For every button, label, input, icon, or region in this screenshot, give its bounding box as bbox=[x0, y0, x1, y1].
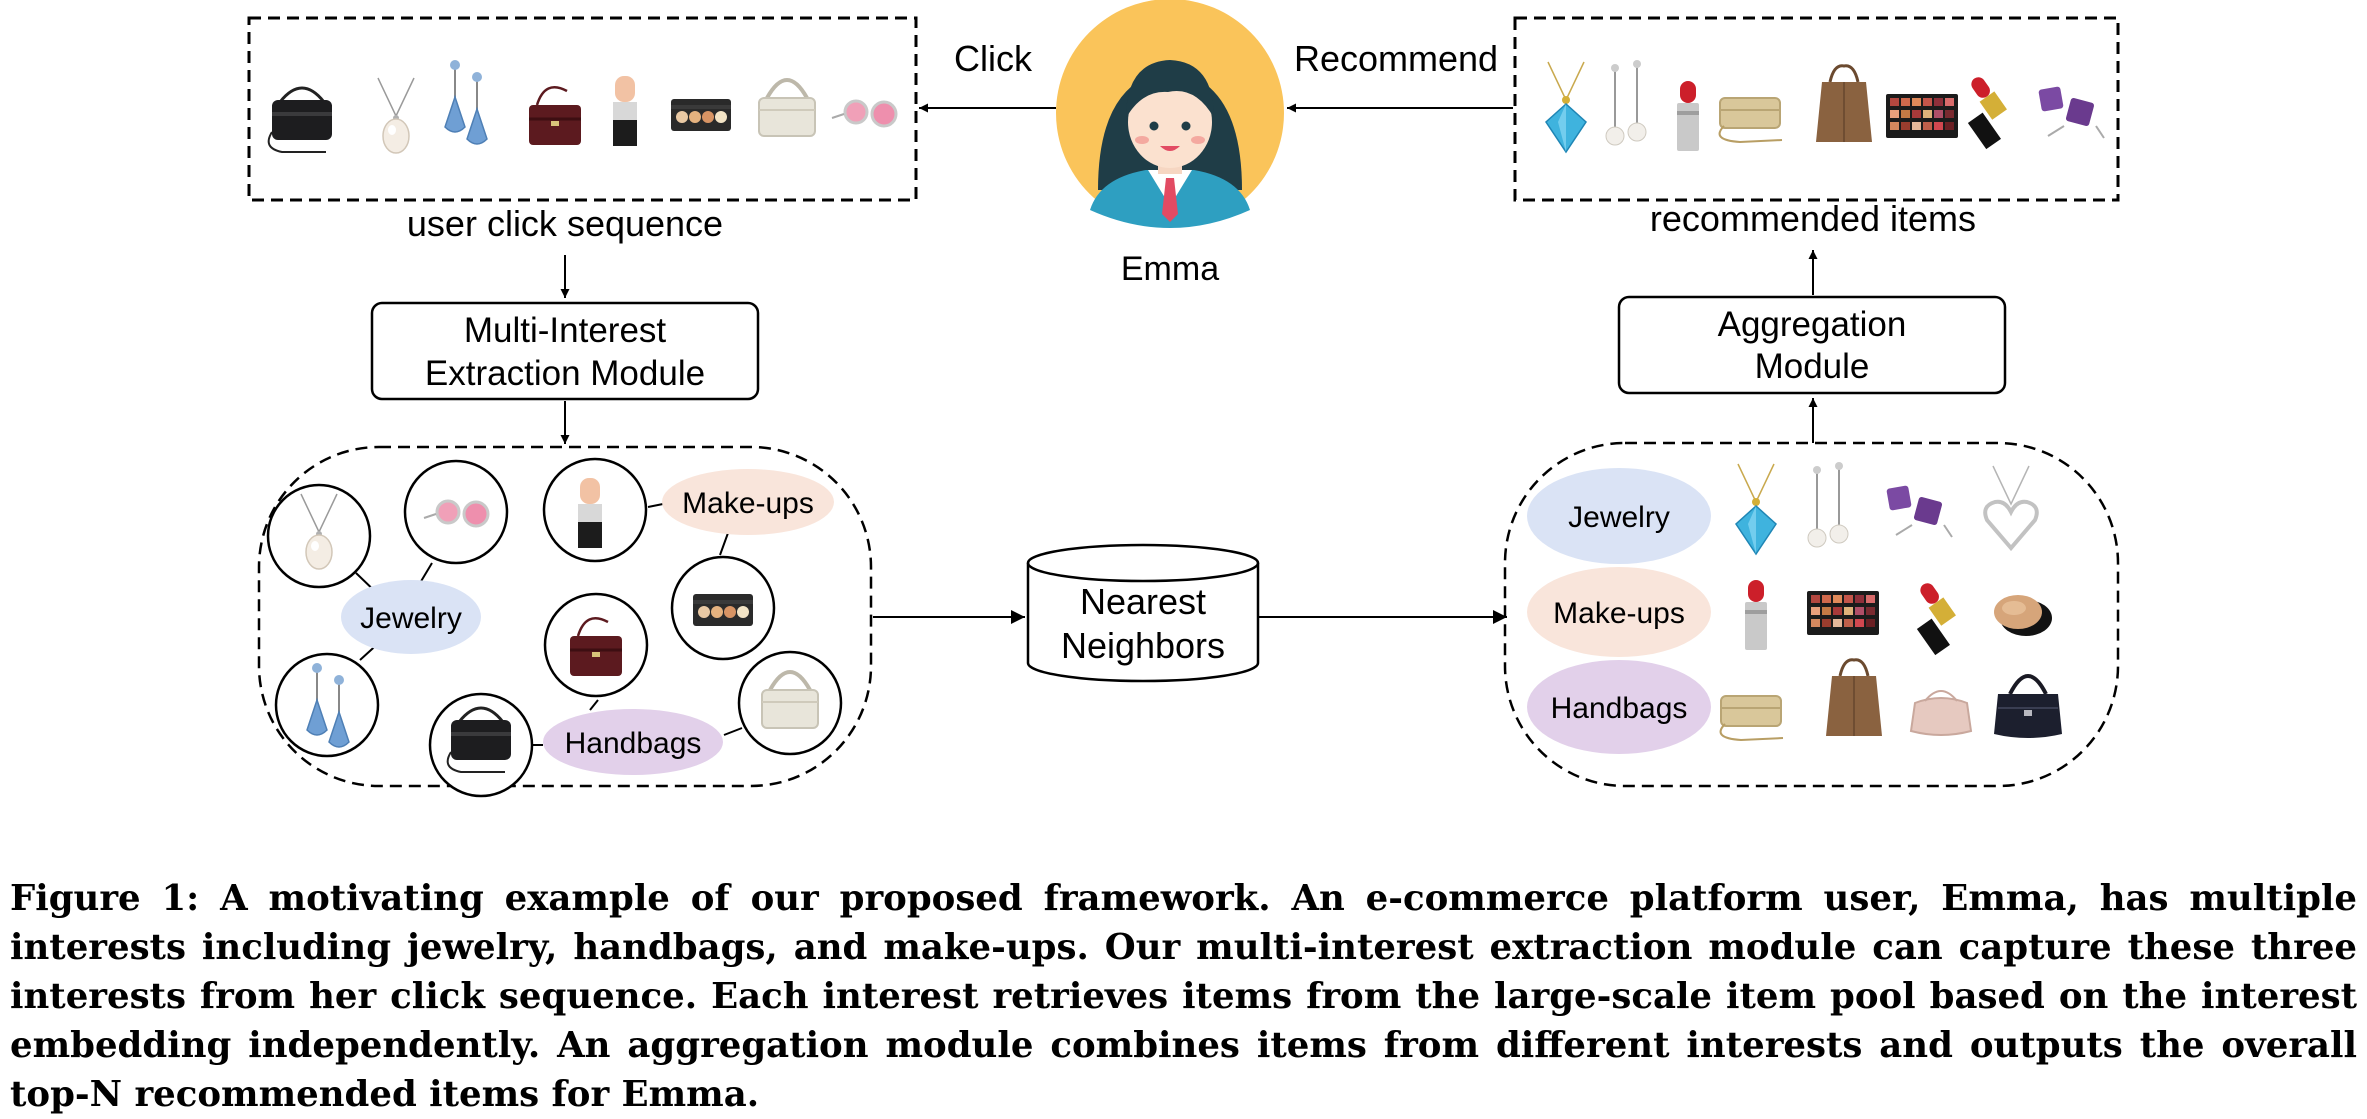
aggregation-module-box bbox=[1617, 295, 2007, 395]
extraction-module-line2: Extraction Module bbox=[425, 354, 705, 393]
interest-jewelry-left: Jewelry bbox=[341, 580, 481, 654]
user-avatar bbox=[1056, 0, 1284, 228]
interest-jewelry-left-label: Jewelry bbox=[360, 602, 462, 635]
interest-handbags-left-label: Handbags bbox=[565, 727, 702, 760]
extracted-interest-links bbox=[355, 502, 743, 746]
framework-diagram: user click sequence Emma Click Recommend bbox=[247, 0, 2120, 798]
click-label: Click bbox=[954, 38, 1033, 79]
extraction-module-box bbox=[370, 301, 760, 401]
aggregation-module-line2: Module bbox=[1755, 347, 1870, 386]
user-name: Emma bbox=[1121, 250, 1219, 288]
retrieved-items-container bbox=[1503, 441, 2120, 788]
recommended-items-box bbox=[1513, 16, 2120, 202]
interest-makeups-left: Make-ups bbox=[662, 469, 834, 535]
nearest-neighbors-line1: Nearest bbox=[1080, 581, 1206, 622]
interest-handbags-right: Handbags bbox=[1527, 660, 1711, 754]
retrieved-makeup-items bbox=[1745, 579, 2052, 656]
click-sequence-label: user click sequence bbox=[407, 203, 723, 244]
interest-jewelry-right: Jewelry bbox=[1527, 468, 1711, 564]
recommended-items bbox=[1545, 59, 2105, 153]
interest-makeups-right-label: Make-ups bbox=[1553, 597, 1685, 630]
recommend-label: Recommend bbox=[1294, 38, 1498, 79]
click-sequence-box bbox=[247, 16, 918, 202]
extraction-module-line1: Multi-Interest bbox=[464, 311, 667, 350]
retrieved-handbag-items bbox=[1719, 658, 2064, 741]
interest-handbags-left: Handbags bbox=[543, 709, 723, 775]
click-sequence-items bbox=[267, 59, 898, 154]
extracted-interests-container bbox=[257, 445, 873, 788]
figure-caption: Figure 1: A motivating example of our pr… bbox=[10, 877, 2357, 1115]
nearest-neighbors-line2: Neighbors bbox=[1061, 625, 1225, 666]
aggregation-module-line1: Aggregation bbox=[1718, 305, 1907, 344]
interest-jewelry-right-label: Jewelry bbox=[1568, 501, 1670, 534]
interest-makeups-left-label: Make-ups bbox=[682, 487, 814, 520]
nearest-neighbors-cylinder bbox=[1026, 543, 1260, 683]
interest-makeups-right: Make-ups bbox=[1527, 567, 1711, 657]
retrieved-jewelry-items bbox=[1735, 461, 2039, 555]
interest-handbags-right-label: Handbags bbox=[1551, 692, 1688, 725]
recommended-items-label: recommended items bbox=[1650, 198, 1976, 239]
